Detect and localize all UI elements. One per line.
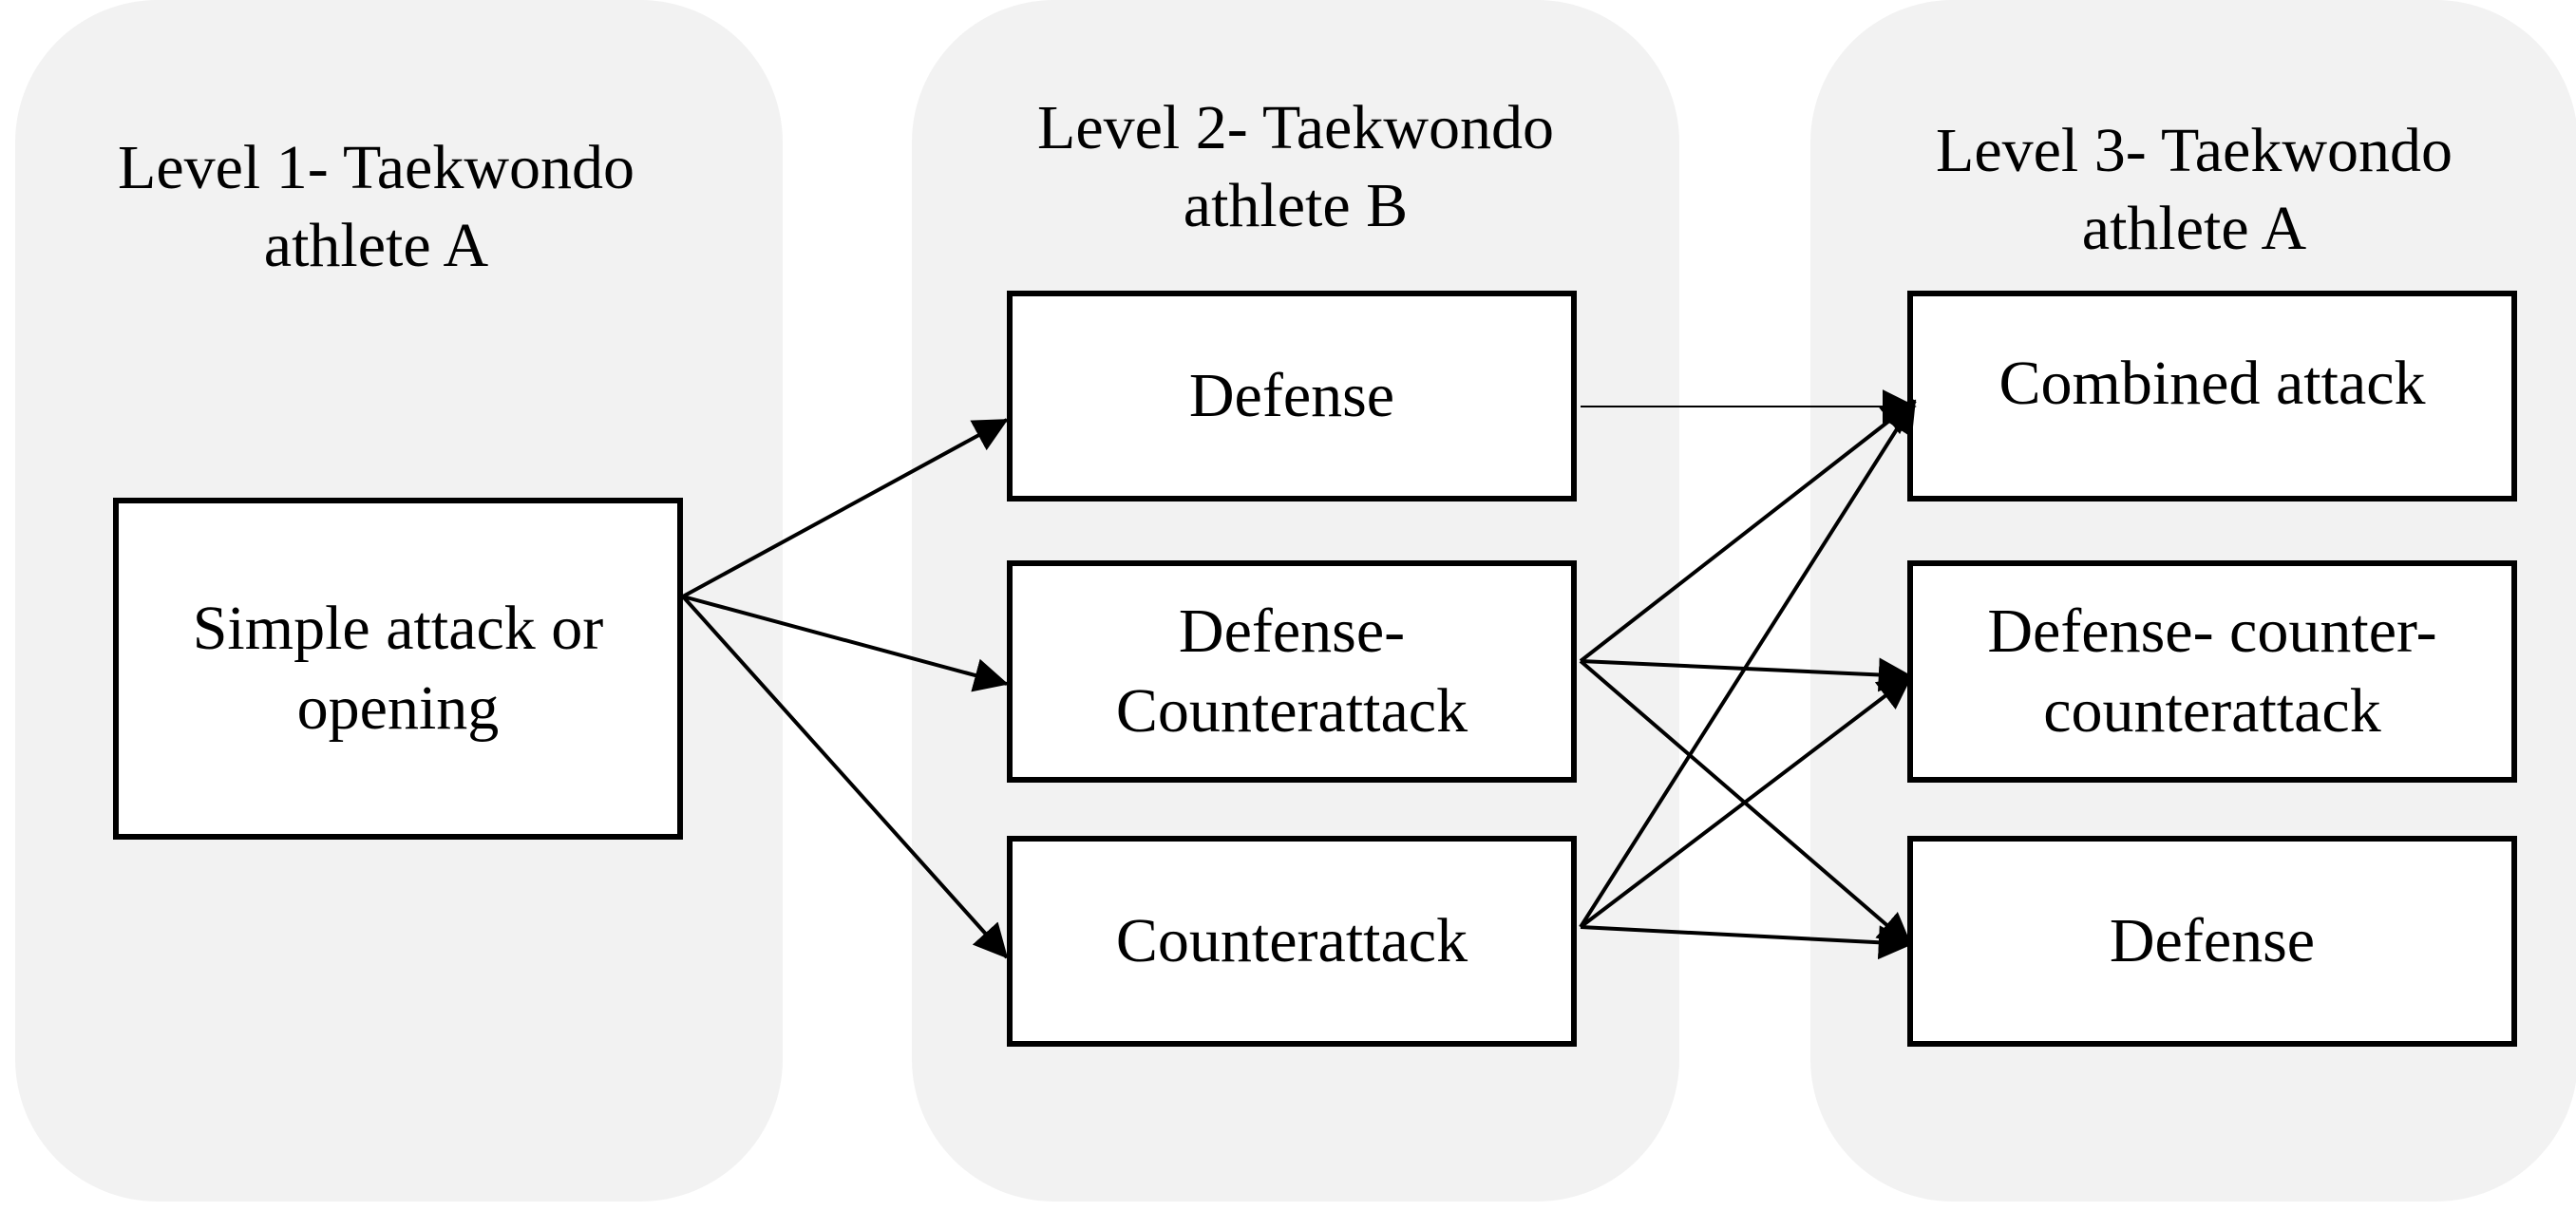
counterattack-label: Counterattack <box>1115 906 1468 975</box>
counterattack-box: Counterattack <box>1007 836 1577 1047</box>
combined-attack-box: Combined attack <box>1907 291 2517 501</box>
defense-box-level-3: Defense <box>1907 836 2517 1047</box>
defense-box-level-2: Defense <box>1007 291 1577 501</box>
simple-attack-box: Simple attack or opening <box>113 498 683 840</box>
defense-counterattack-box: Defense- Counterattack <box>1007 560 1577 783</box>
defense-counterattack-label: Defense- Counterattack <box>1115 596 1468 746</box>
level-3-title: Level 3- Taekwondo athlete A <box>1936 116 2453 263</box>
defense-label-level-2: Defense <box>1188 361 1395 430</box>
level-2-title: Level 2- Taekwondo athlete B <box>1037 93 1554 240</box>
defense-label-level-3: Defense <box>2109 906 2316 975</box>
combined-attack-label: Combined attack <box>1998 349 2426 418</box>
defense-counter-counterattack-label: Defense- counter- counterattack <box>1987 596 2437 746</box>
defense-counter-counterattack-box: Defense- counter- counterattack <box>1907 560 2517 783</box>
simple-attack-label: Simple attack or opening <box>192 594 604 743</box>
level-1-title: Level 1- Taekwondo athlete A <box>118 133 635 280</box>
